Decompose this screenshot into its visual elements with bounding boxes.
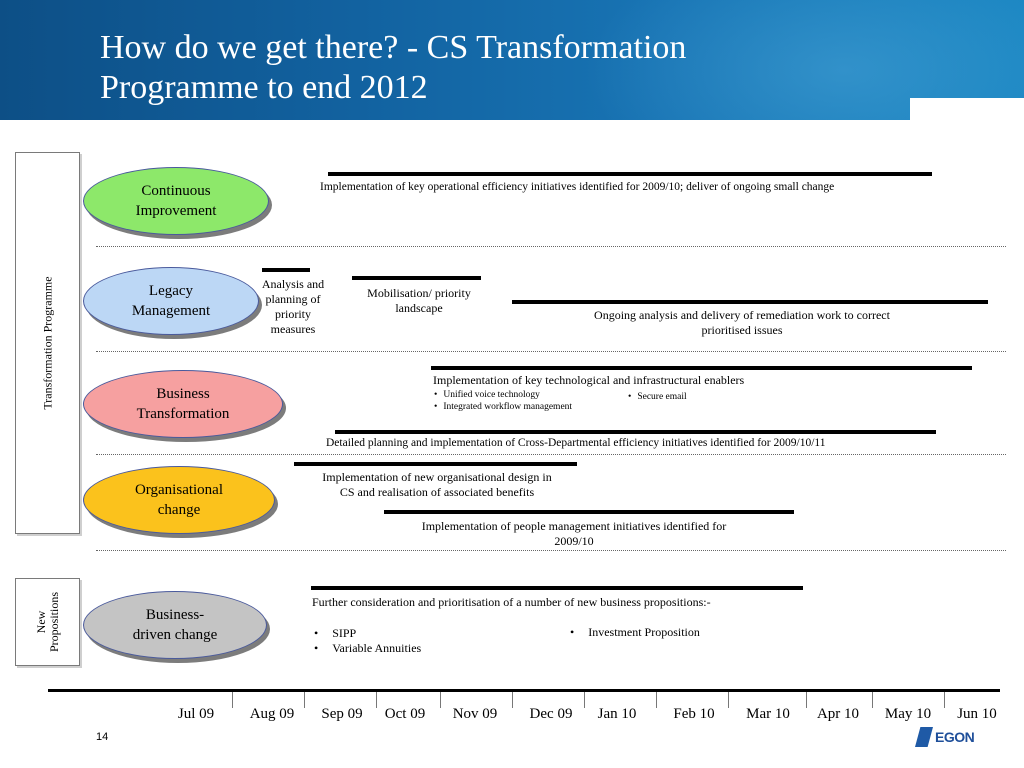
row-separator bbox=[96, 351, 1006, 352]
lm-ongoing-bar bbox=[512, 300, 988, 304]
ellipse-line-1: Legacy bbox=[148, 283, 194, 299]
row-separator bbox=[96, 550, 1006, 551]
new-propositions-label: New Propositions bbox=[33, 591, 61, 653]
text-line: landscape bbox=[395, 301, 443, 315]
text-line: Ongoing analysis and delivery of remedia… bbox=[594, 308, 890, 322]
lm-ongoing-text: Ongoing analysis and delivery of remedia… bbox=[540, 308, 944, 338]
new-propositions-label-box: New Propositions bbox=[15, 578, 80, 666]
timeline-tick bbox=[656, 692, 657, 708]
bullet-item: SIPP bbox=[314, 626, 514, 641]
page-number: 14 bbox=[96, 731, 109, 743]
bt-tech-text: Implementation of key technological and … bbox=[433, 373, 745, 387]
row-separator bbox=[96, 454, 1006, 455]
oc-design-bar bbox=[294, 462, 577, 466]
text-line: Mobilisation/ priority bbox=[367, 286, 471, 300]
np-activity-bar bbox=[311, 586, 803, 590]
text-line: measures bbox=[270, 322, 316, 336]
title-line-2: Programme to end 2012 bbox=[100, 69, 428, 106]
timeline-tick bbox=[806, 692, 807, 708]
timeline-axis bbox=[48, 689, 1000, 692]
text-line: 2009/10 bbox=[554, 534, 594, 548]
timeline-tick bbox=[304, 692, 305, 708]
bt-cross-text: Detailed planning and implementation of … bbox=[326, 437, 826, 449]
np-intro-text: Further consideration and prioritisation… bbox=[312, 595, 711, 609]
bullet-item: Variable Annuities bbox=[314, 641, 514, 656]
transformation-programme-label-box: Transformation Programme bbox=[15, 152, 80, 534]
ellipse-line-1: Business- bbox=[145, 607, 205, 623]
page-title: How do we get there? - CS Transformation… bbox=[100, 28, 900, 108]
timeline-tick bbox=[232, 692, 233, 708]
text-line: priority bbox=[275, 307, 311, 321]
business-driven-change-ellipse: Business-driven change bbox=[83, 591, 267, 659]
timeline-tick bbox=[872, 692, 873, 708]
text-line: CS and realisation of associated benefit… bbox=[339, 485, 535, 499]
timeline-month-label: Nov 09 bbox=[452, 706, 498, 722]
ellipse-line-1: Organisational bbox=[134, 482, 224, 498]
lm-mobilisation-text: Mobilisation/ priority landscape bbox=[346, 286, 492, 316]
oc-design-text: Implementation of new organisational des… bbox=[292, 470, 582, 500]
ci-activity-text: Implementation of key operational effici… bbox=[320, 181, 835, 193]
text-line: planning of bbox=[265, 292, 321, 306]
banner-notch bbox=[910, 98, 1024, 120]
lm-analysis-text: Analysis and planning of priority measur… bbox=[252, 277, 334, 337]
lm-analysis-bar bbox=[262, 268, 310, 272]
oc-people-bar bbox=[384, 510, 794, 514]
timeline-month-label: Apr 10 bbox=[816, 706, 860, 722]
organisational-change-ellipse: Organisational change bbox=[83, 466, 275, 534]
timeline-tick bbox=[728, 692, 729, 708]
timeline-month-label: Jun 10 bbox=[957, 706, 997, 722]
text-line: prioritised issues bbox=[701, 323, 783, 337]
bullet-item: Integrated workflow management bbox=[434, 401, 634, 413]
timeline-month-label: Dec 09 bbox=[529, 706, 573, 722]
timeline-month-label: Mar 10 bbox=[746, 706, 790, 722]
new-propositions-line-2: Propositions bbox=[46, 591, 61, 653]
ellipse-line-2: change bbox=[157, 502, 201, 518]
text-line: Implementation of people management init… bbox=[421, 519, 727, 533]
transformation-programme-label: Transformation Programme bbox=[40, 276, 54, 410]
oc-people-text: Implementation of people management init… bbox=[384, 519, 764, 549]
bt-bullets-left: Unified voice technology Integrated work… bbox=[434, 389, 634, 413]
ellipse-line-1: Continuous bbox=[141, 183, 211, 199]
timeline-tick bbox=[512, 692, 513, 708]
timeline-tick bbox=[584, 692, 585, 708]
aegon-logo: EGON bbox=[915, 726, 977, 748]
row-separator bbox=[96, 246, 1006, 247]
bullet-item: Unified voice technology bbox=[434, 389, 634, 401]
timeline-tick bbox=[376, 692, 377, 708]
ellipse-line-2: driven change bbox=[132, 627, 218, 643]
timeline-month-label: Aug 09 bbox=[249, 706, 295, 722]
timeline-tick bbox=[944, 692, 945, 708]
title-banner: How do we get there? - CS Transformation… bbox=[0, 0, 1024, 120]
ellipse-line-2: Transformation bbox=[136, 406, 230, 422]
aegon-logo-text: EGON bbox=[935, 729, 975, 745]
np-list-left: SIPP Variable Annuities bbox=[314, 626, 514, 656]
new-propositions-line-1: New bbox=[33, 610, 48, 634]
ci-activity-bar bbox=[328, 172, 932, 176]
bt-tech-bar bbox=[431, 366, 972, 370]
timeline-tick bbox=[440, 692, 441, 708]
title-line-1: How do we get there? - CS Transformation bbox=[100, 29, 687, 66]
bt-cross-bar bbox=[335, 430, 936, 434]
bullet-item: Investment Proposition bbox=[570, 625, 770, 640]
timeline-month-label: Sep 09 bbox=[321, 706, 363, 722]
timeline-month-label: Oct 09 bbox=[384, 706, 426, 722]
bt-bullets-right: Secure email bbox=[628, 391, 748, 403]
ellipse-line-2: Improvement bbox=[135, 203, 217, 219]
text-line: Implementation of new organisational des… bbox=[322, 470, 552, 484]
aegon-logo-mark bbox=[915, 727, 933, 747]
np-list-right: Investment Proposition bbox=[570, 625, 770, 640]
timeline-month-label: Feb 10 bbox=[673, 706, 715, 722]
ellipse-line-2: Management bbox=[131, 303, 211, 319]
timeline-month-label: Jan 10 bbox=[597, 706, 637, 722]
bullet-item: Secure email bbox=[628, 391, 748, 403]
ellipse-line-1: Business bbox=[156, 386, 210, 402]
text-line: Analysis and bbox=[261, 277, 325, 291]
timeline-month-label: May 10 bbox=[884, 706, 932, 722]
lm-mobilisation-bar bbox=[352, 276, 481, 280]
timeline-month-label: Jul 09 bbox=[177, 706, 215, 722]
